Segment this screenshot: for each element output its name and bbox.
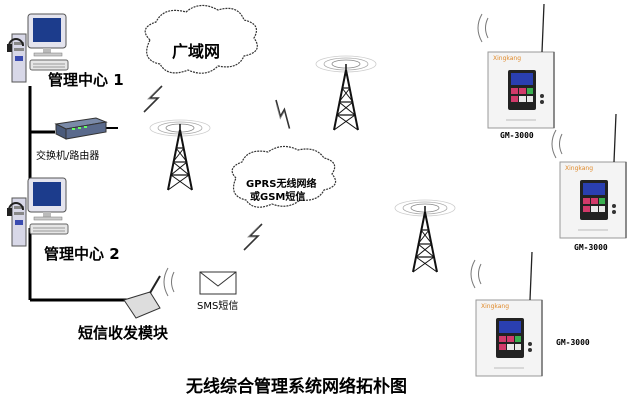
- tower-icon-2: [333, 63, 359, 131]
- device-model-2: GM-3000: [574, 243, 608, 252]
- headset-icon: [7, 38, 24, 216]
- wan-label: 广域网: [172, 42, 221, 61]
- gprs-cloud: [231, 145, 337, 208]
- gm3000-device-icon-2: [559, 113, 627, 239]
- wired-links: [28, 86, 128, 302]
- device-model-3: GM-3000: [556, 338, 590, 347]
- gprs-label: GPRS无线网络: [246, 179, 317, 190]
- switch-router-icon: [54, 117, 108, 140]
- sms-module-icon: [123, 275, 161, 319]
- device-brand-1: Xingkang: [493, 55, 522, 62]
- signal-arcs: [163, 13, 563, 297]
- sms-label: SMS短信: [197, 301, 239, 312]
- center-2-label: 管理中心 2: [44, 245, 120, 263]
- envelope-icon: [199, 271, 237, 295]
- center-1-label: 管理中心 1: [48, 71, 124, 89]
- gm3000-device-icon-1: [487, 3, 555, 129]
- device-model-1: GM-3000: [500, 131, 534, 140]
- gm3000-device-icon-3: [475, 251, 543, 377]
- wan-cloud: [144, 4, 258, 74]
- device-brand-2: Xingkang: [565, 165, 594, 172]
- gsm-label: 或GSM短信: [250, 192, 306, 203]
- diagram-caption: 无线综合管理系统网络拓朴图: [186, 377, 407, 397]
- switch-router-label: 交换机/路由器: [36, 151, 100, 162]
- device-brand-3: Xingkang: [481, 303, 510, 310]
- sms-module-label: 短信收发模块: [78, 324, 169, 342]
- computer-icon-center-2: [11, 177, 69, 247]
